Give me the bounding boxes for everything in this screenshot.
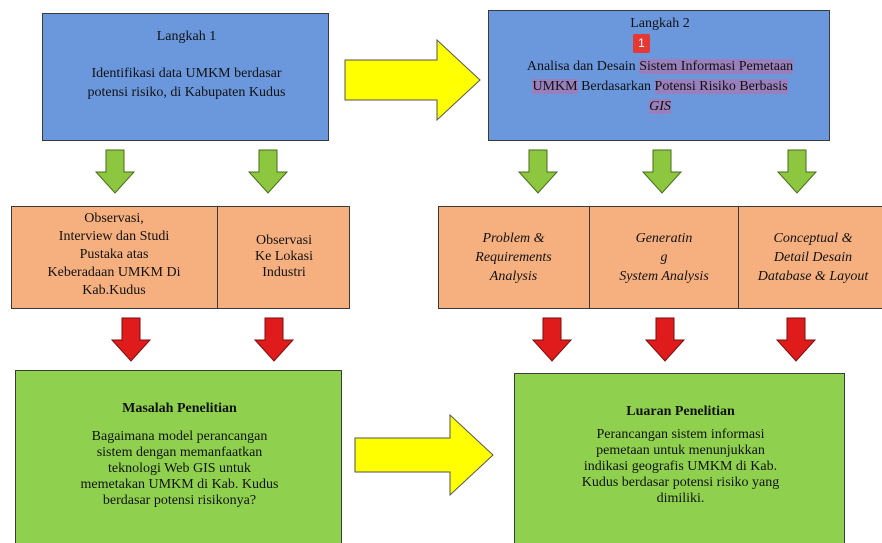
step2-line2-highlight1: UMKM xyxy=(532,79,578,94)
step2-title: Langkah 2 xyxy=(630,16,690,31)
output-line2: pemetaan untuk menunjukkan xyxy=(596,443,765,458)
left-method-1-line1: Observasi, xyxy=(84,211,144,226)
right-methods-divider2 xyxy=(738,206,739,309)
step1-text-line1: Identifikasi data UMKM berdasar xyxy=(91,66,282,81)
left-method-1-line3: Pustaka atas xyxy=(79,247,149,262)
green-arrow-5 xyxy=(776,149,818,194)
problem-text: Bagaimana model perancangan sistem denga… xyxy=(16,429,343,509)
output-line4: Kudus berdasar potensi risiko yang xyxy=(581,475,780,490)
right-methods-box xyxy=(438,206,882,309)
right-method-1-line2: Requirements xyxy=(475,250,552,265)
output-line1: Perancangan sistem informasi xyxy=(596,427,765,442)
step2-line2: UMKM Berdasarkan Potensi Risiko Berbasis xyxy=(489,78,831,95)
red-arrow-3 xyxy=(531,317,573,362)
green-arrow-4 xyxy=(641,149,683,194)
problem-line5: berdasar potensi risikonya? xyxy=(102,493,257,508)
left-method-1-line5: Kab.Kudus xyxy=(82,283,146,298)
left-method-1-line4: Keberadaan UMKM Di xyxy=(47,265,181,280)
red-arrow-1 xyxy=(110,317,152,362)
step2-line2-plain: Berdasarkan xyxy=(581,79,652,94)
right-method-2: Generatin g System Analysis xyxy=(590,229,738,286)
left-method-1: Observasi, Interview dan Studi Pustaka a… xyxy=(11,210,217,300)
step2-line3-highlight: GIS xyxy=(649,99,671,114)
left-method-2-line3: Industri xyxy=(262,265,306,280)
yellow-arrow-bottom xyxy=(354,413,494,497)
step2-line2-highlight2: Potensi Risiko Berbasis xyxy=(654,79,788,94)
step1-box: Langkah 1 Identifikasi data UMKM berdasa… xyxy=(42,13,329,141)
right-method-3-line3: Database & Layout xyxy=(757,269,869,284)
step2-box: Langkah 2 Analisa dan Desain Sistem Info… xyxy=(488,10,830,141)
green-arrow-1 xyxy=(94,149,136,194)
problem-title: Masalah Penelitian xyxy=(122,401,237,416)
red-arrow-2 xyxy=(253,317,295,362)
left-method-2-line1: Observasi xyxy=(256,233,312,248)
step2-line1-highlight: Sistem Informasi Pemetaan xyxy=(639,59,794,74)
step2-line3: GIS xyxy=(489,98,831,115)
problem-line2: sistem dengan memanfaatkan xyxy=(96,445,263,460)
step1-title: Langkah 1 xyxy=(156,29,217,44)
problem-line3: teknologi Web GIS untuk xyxy=(108,461,251,476)
output-title: Luaran Penelitian xyxy=(626,404,735,419)
output-line3: indikasi geografis UMKM di Kab. xyxy=(583,459,778,474)
right-method-1-line3: Analysis xyxy=(489,269,538,284)
step2-line1: Analisa dan Desain Sistem Informasi Peme… xyxy=(489,58,831,75)
left-method-1-line2: Interview dan Studi xyxy=(58,229,170,244)
green-arrow-3 xyxy=(517,149,559,194)
right-method-1-line1: Problem & xyxy=(482,231,545,246)
left-method-2: Observasi Ke Lokasi Industri xyxy=(218,233,350,281)
output-box: Luaran Penelitian Perancangan sistem inf… xyxy=(514,373,845,543)
red-arrow-4 xyxy=(644,317,686,362)
right-method-2-line2: g xyxy=(660,250,668,265)
problem-box: Masalah Penelitian Bagaimana model peran… xyxy=(15,370,342,543)
left-methods-divider xyxy=(217,206,218,309)
output-line5: dimiliki. xyxy=(656,491,705,506)
right-method-2-line1: Generatin xyxy=(635,231,693,246)
red-arrow-5 xyxy=(775,317,817,362)
step2-line1-plain: Analisa dan Desain xyxy=(526,59,636,74)
step1-text-line2: potensi risiko, di Kabupaten Kudus xyxy=(87,85,286,100)
right-method-3: Conceptual & Detail Desain Database & La… xyxy=(739,229,882,286)
right-method-3-line1: Conceptual & xyxy=(773,231,853,246)
problem-line4: memetakan UMKM di Kab. Kudus xyxy=(80,477,279,492)
right-method-3-line2: Detail Desain xyxy=(773,250,853,265)
green-arrow-2 xyxy=(247,149,289,194)
problem-line1: Bagaimana model perancangan xyxy=(91,429,268,444)
right-method-1: Problem & Requirements Analysis xyxy=(438,229,589,286)
left-method-2-line2: Ke Lokasi xyxy=(255,249,313,264)
output-text: Perancangan sistem informasi pemetaan un… xyxy=(515,427,846,507)
right-methods-divider1 xyxy=(589,206,590,309)
annotation-badge[interactable]: 1 xyxy=(633,34,650,53)
yellow-arrow-top xyxy=(344,38,481,122)
right-method-2-line3: System Analysis xyxy=(619,269,709,284)
left-methods-box xyxy=(11,206,350,309)
